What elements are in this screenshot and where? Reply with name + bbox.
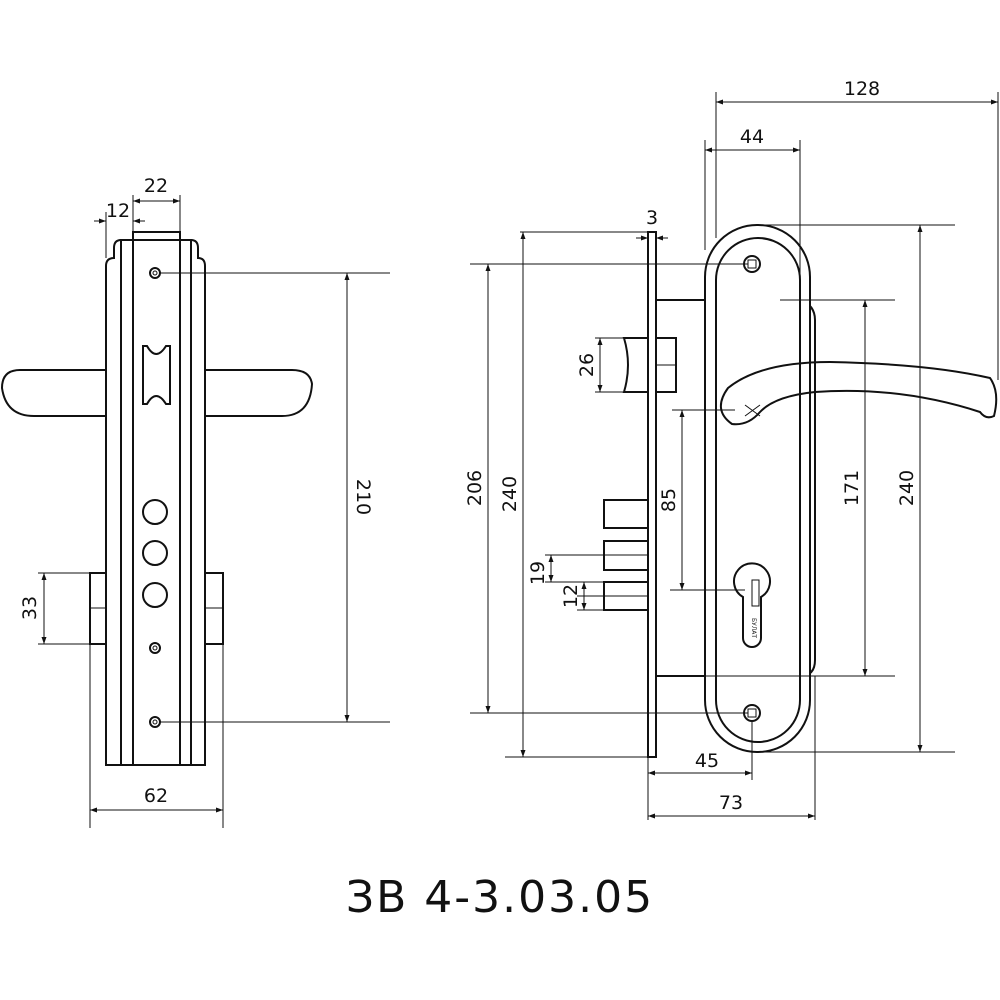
dim-62: 62: [144, 785, 168, 807]
dim-73: 73: [719, 792, 743, 814]
latch-cutout: [142, 345, 171, 405]
latch-bolt: [622, 337, 649, 393]
escutcheon-inner: [715, 237, 801, 743]
dim-33: 33: [19, 596, 41, 620]
dim-128: 128: [844, 78, 880, 100]
bolt-hole: [142, 540, 168, 566]
dim-12-bolt: 12: [560, 584, 582, 608]
dim-206: 206: [464, 470, 486, 506]
dim-19: 19: [527, 561, 549, 585]
screw-icon: [149, 642, 161, 654]
dim-45: 45: [695, 750, 719, 772]
handle-right: [205, 369, 314, 417]
bolt-hole: [142, 499, 168, 525]
faceplate: [132, 231, 181, 766]
dim-22: 22: [144, 175, 168, 197]
model-title: ЗВ 4-3.03.05: [345, 872, 655, 923]
screw-icon: [149, 716, 161, 728]
screw-icon: [149, 267, 161, 279]
dim-12: 12: [106, 200, 130, 222]
side-view: 22 12 210 33 62: [0, 175, 390, 828]
dim-44: 44: [740, 126, 764, 148]
dim-26: 26: [576, 353, 598, 377]
faceplate: [647, 231, 657, 758]
escutcheon-outer: [704, 224, 811, 753]
dim-240-left: 240: [499, 476, 521, 512]
dim-240-right: 240: [896, 470, 918, 506]
lever-handle: [720, 360, 998, 426]
front-view: БУЛАТ 3 206 240 26 85 19 12: [464, 78, 999, 820]
cylinder-brand: БУЛАТ: [750, 618, 757, 638]
bolt-hole: [142, 582, 168, 608]
dim-85: 85: [658, 488, 680, 512]
handle-left: [0, 369, 106, 417]
dim-3: 3: [646, 207, 658, 229]
deadbolt: [603, 499, 649, 529]
dim-171: 171: [841, 470, 863, 506]
dim-210: 210: [352, 479, 374, 515]
cylinder-icon: БУЛАТ: [733, 562, 771, 648]
